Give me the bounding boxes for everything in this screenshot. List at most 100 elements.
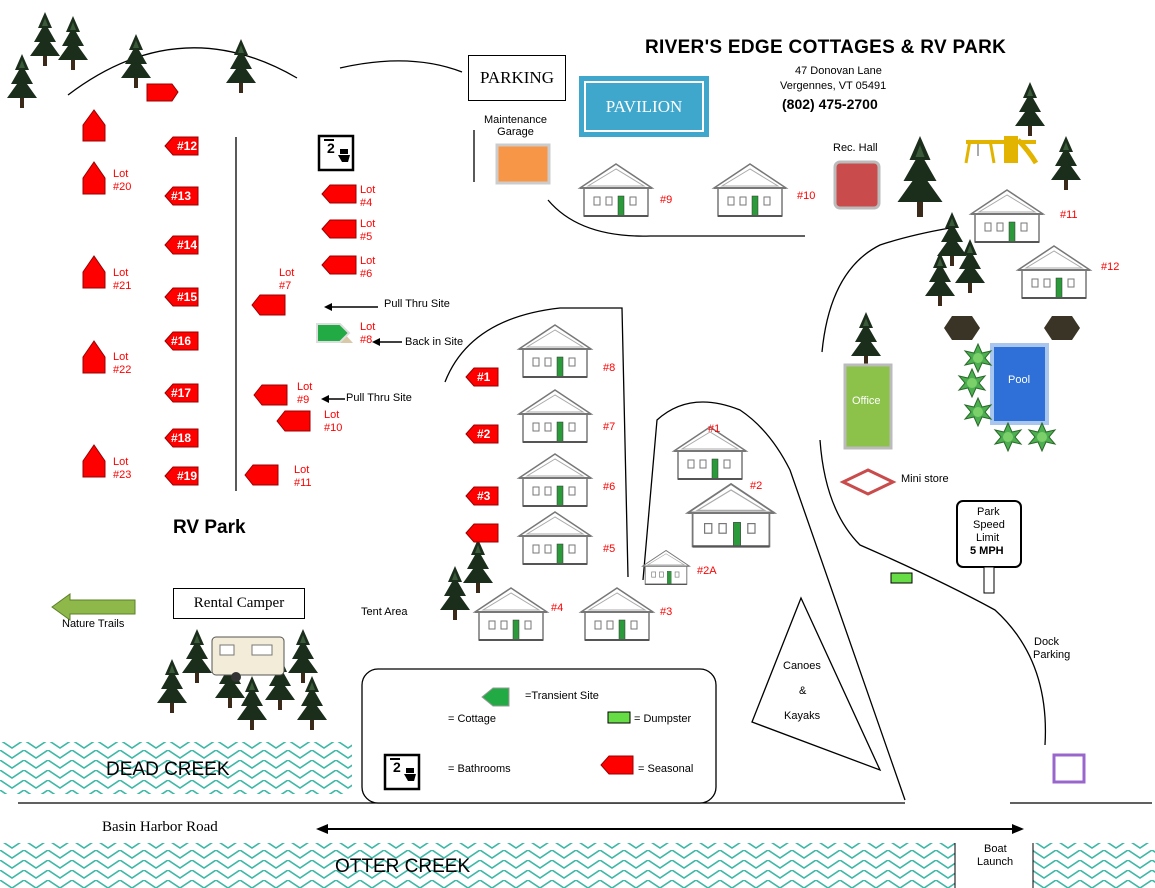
cottage-label: #8 [603, 362, 616, 374]
cottage-icon [474, 587, 548, 641]
canoes-amp-label: & [799, 685, 807, 697]
rental-camper-label: Rental Camper [173, 588, 305, 619]
boat-launch-label-1: Boat [984, 843, 1007, 855]
cottage-label: #3 [660, 606, 673, 618]
lot-label: Lot#11 [294, 464, 312, 489]
rv-site-label: #16 [171, 334, 192, 348]
cottage-label: #11 [1060, 209, 1078, 221]
cottage-icon [580, 587, 654, 641]
cottage-icon [713, 163, 787, 217]
rv-site-label: #17 [171, 386, 192, 400]
otter-creek-water-left [0, 843, 955, 888]
lot-label: Lot#20 [113, 168, 132, 193]
pull-thru-label-1: Pull Thru Site [384, 298, 450, 310]
address-line-1: 47 Donovan Lane [795, 65, 882, 77]
cottage-label: #6 [603, 481, 616, 493]
basin-harbor-road-label: Basin Harbor Road [102, 819, 218, 835]
phone-number: (802) 475-2700 [782, 96, 878, 112]
maintenance-garage-label: Maintenance Garage [484, 114, 547, 138]
speed-limit-text-4: 5 MPH [970, 545, 1004, 557]
boat-launch-label-2: Launch [977, 856, 1014, 868]
dock-parking-label-1: Dock [1034, 636, 1060, 648]
rv-site-label: #13 [171, 189, 192, 203]
cottage-icon [518, 389, 592, 443]
bathroom-icon [317, 134, 355, 172]
otter-creek-label: OTTER CREEK [335, 856, 471, 877]
rv-site-label: #14 [177, 238, 198, 252]
pool-label: Pool [1008, 374, 1031, 386]
lot-label: Lot#9 [297, 381, 313, 406]
cottage-label: #5 [603, 543, 616, 555]
dead-creek-label: DEAD CREEK [106, 759, 230, 780]
mini-store-icon [839, 468, 897, 496]
lot-label: Lot#10 [324, 409, 343, 434]
address-line-2: Vergennes, VT 05491 [780, 80, 887, 92]
cottage-label: #2 [750, 480, 763, 492]
rv-park-label: RV Park [173, 517, 246, 538]
boat-launch-icon [1052, 753, 1086, 784]
canoes-area [751, 596, 882, 772]
pool-icon [990, 343, 1049, 425]
cottage-icon [970, 189, 1044, 243]
tent-area-label: Tent Area [361, 606, 408, 618]
lot-label: Lot#23 [113, 456, 132, 481]
legend-cottage-label: = Cottage [448, 713, 497, 725]
rv-site-label: #18 [171, 431, 192, 445]
cottage-icon [518, 324, 592, 378]
speed-limit-text-2: Speed [973, 519, 1005, 531]
lot-label: Lot#4 [360, 184, 376, 209]
cottage-label: #2A [697, 565, 717, 577]
rv-site-label: #15 [177, 290, 198, 304]
cottage-label: #10 [797, 190, 816, 202]
legend-seasonal-label: = Seasonal [638, 763, 694, 775]
lot-label: Lot#21 [113, 267, 132, 292]
cottage-label: #7 [603, 421, 616, 433]
legend-transient-label: =Transient Site [525, 690, 599, 702]
cottage-icon [518, 511, 592, 565]
lot-label: Lot#8 [360, 321, 376, 346]
office-icon [843, 363, 893, 450]
legend-bathroom-icon [383, 753, 421, 791]
speed-limit-text-3: Limit [976, 532, 1000, 544]
rv-site-label: #19 [177, 469, 198, 483]
dumpster-icon [890, 572, 913, 584]
mini-store-label: Mini store [901, 473, 949, 485]
speed-limit-text-1: Park [977, 506, 1000, 518]
lot-label: Lot#7 [279, 267, 295, 292]
parking-label: PARKING [468, 55, 566, 101]
tent-site-label: #2 [477, 427, 491, 441]
park-title: RIVER'S EDGE COTTAGES & RV PARK [645, 37, 1007, 58]
dock-parking-label-2: Parking [1033, 649, 1071, 661]
legend-dumpster-label: = Dumpster [634, 713, 692, 725]
otter-creek-water-right [1033, 843, 1155, 888]
pull-thru-label-2: Pull Thru Site [346, 392, 412, 404]
nature-trails-arrow [51, 593, 136, 621]
canoes-label: Canoes [783, 660, 821, 672]
back-in-label: Back in Site [405, 336, 464, 348]
dead-creek-water [0, 742, 352, 794]
tent-site-label: #3 [477, 489, 491, 503]
nature-trails-label: Nature Trails [62, 618, 125, 630]
playground-icon [964, 136, 1039, 165]
cottage-icon [1017, 245, 1091, 299]
rv-site-label: #12 [177, 139, 198, 153]
lot-label: Lot#5 [360, 218, 376, 243]
rec-hall-icon [833, 160, 881, 210]
kayaks-label: Kayaks [784, 710, 821, 722]
cottage-icon [579, 163, 653, 217]
rec-hall-label: Rec. Hall [833, 142, 878, 154]
lot-label: Lot#6 [360, 255, 376, 280]
pavilion-label: PAVILION [579, 76, 709, 137]
cottage-label: #4 [551, 602, 564, 614]
lot-label: Lot#22 [113, 351, 132, 376]
cottage-label: #1 [708, 423, 721, 435]
cottage-label: #9 [660, 194, 673, 206]
maintenance-garage-icon [495, 143, 551, 185]
office-label: Office [852, 395, 881, 407]
transient-site-icon [316, 323, 353, 343]
tent-site-label: #1 [477, 370, 491, 384]
cottage-label: #12 [1101, 261, 1120, 273]
rental-camper-icon [211, 636, 285, 682]
cottage-icon [518, 453, 592, 507]
